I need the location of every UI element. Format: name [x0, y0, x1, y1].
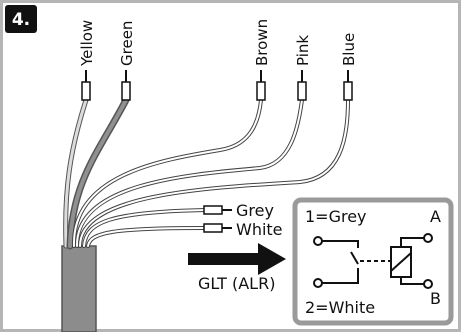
contact-b-label: B	[430, 289, 441, 308]
input-arrow	[188, 243, 286, 275]
contact-b-point	[423, 279, 433, 289]
wire-bundle	[63, 96, 350, 250]
relay-coil-diagonal	[390, 252, 412, 272]
yellow-wire	[64, 98, 88, 248]
green-label: Green	[118, 21, 136, 66]
terminal-1-label: 1=Grey	[305, 207, 367, 226]
top-ferrules	[81, 70, 353, 101]
terminal-2-label: 2=White	[305, 298, 375, 317]
grey-label: Grey	[236, 201, 274, 220]
brown-label: Brown	[253, 19, 271, 66]
step-badge-background	[5, 5, 37, 33]
white-label: White	[236, 220, 283, 239]
side-ferrules	[203, 205, 232, 233]
terminal-2-point	[313, 278, 323, 288]
pink-wire	[75, 99, 303, 247]
brown-ferrule	[256, 70, 266, 101]
pink-ferrule	[297, 70, 307, 101]
terminal-2-lead	[322, 268, 359, 284]
arrow-shaft	[188, 253, 260, 265]
relay-box-frame	[292, 197, 454, 326]
pink-label: Pink	[294, 35, 312, 66]
blue-label: Blue	[340, 33, 358, 66]
brown-wire	[72, 99, 262, 247]
blue-ferrule	[343, 70, 353, 101]
white-wire-outline	[86, 226, 207, 248]
grey-wire	[83, 209, 206, 247]
terminal-1-lead	[322, 240, 359, 248]
green-wire	[68, 98, 128, 248]
switch-blade	[350, 251, 359, 265]
green-ferrule	[121, 70, 131, 101]
step-number: 4.	[12, 10, 30, 30]
cable-sheath	[61, 245, 97, 332]
step-badge: 4.	[5, 5, 37, 33]
white-wire	[87, 227, 206, 247]
blue-wire	[79, 99, 349, 247]
white-ferrule	[203, 223, 232, 233]
terminal-1-point	[313, 236, 323, 246]
arrow-head	[258, 243, 286, 275]
yellow-label: Yellow	[78, 20, 96, 67]
relay-box: 1=Grey 2=White A B	[292, 197, 454, 326]
yellow-ferrule	[81, 70, 91, 101]
contact-a-point	[423, 233, 433, 243]
contact-a-label: A	[430, 207, 441, 226]
grey-ferrule	[203, 205, 232, 215]
input-label: GLT (ALR)	[198, 274, 275, 293]
coil-lead-a	[400, 237, 424, 247]
coil-lead-b	[400, 277, 424, 285]
